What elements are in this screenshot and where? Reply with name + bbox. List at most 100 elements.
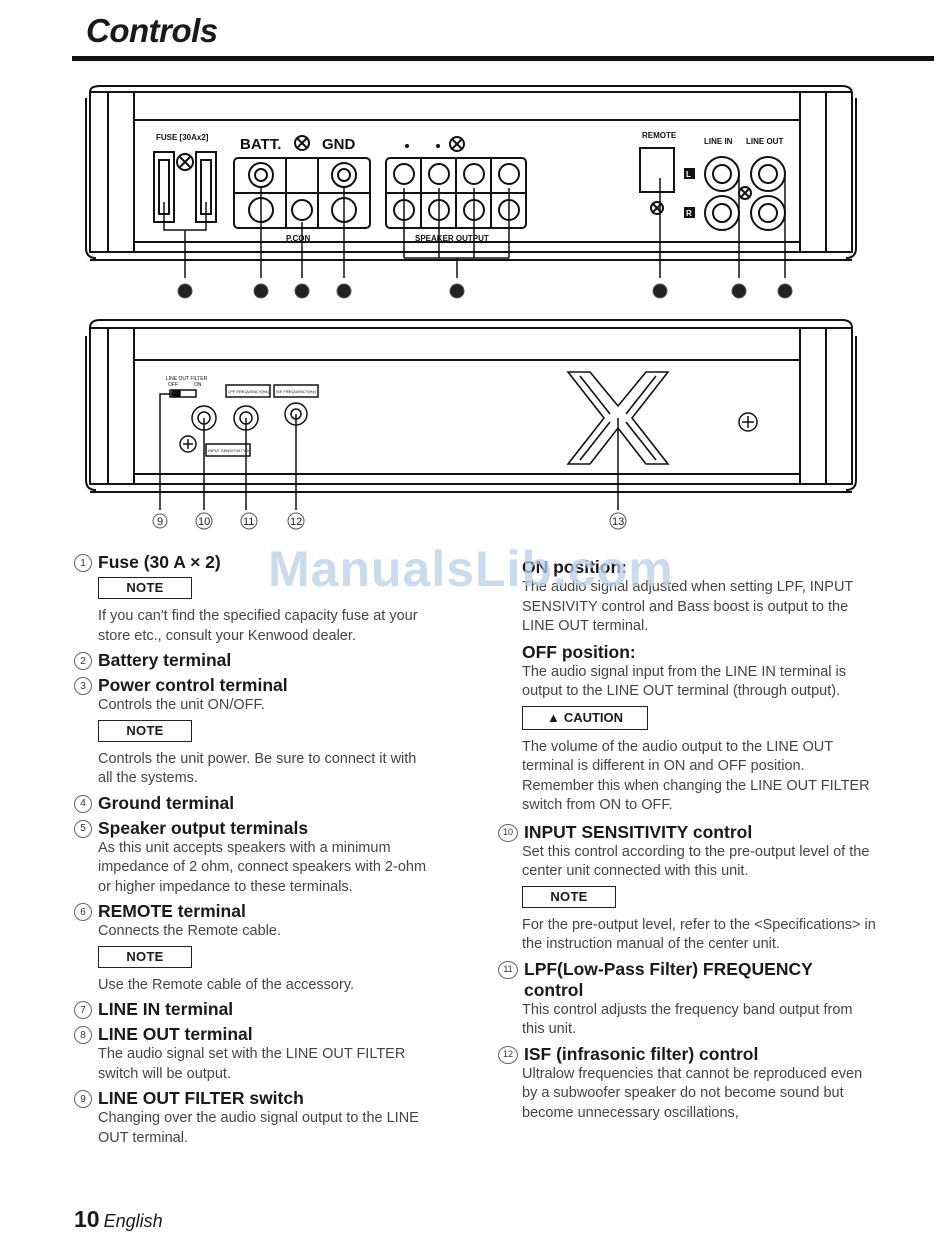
gnd-label: GND xyxy=(322,136,356,153)
note-text: Controls the unit power. Be sure to conn… xyxy=(98,750,417,787)
callout-8: 8 xyxy=(782,286,788,298)
item-title: Speaker output terminals xyxy=(98,817,309,838)
off-position-title: OFF position: xyxy=(522,641,636,662)
page-title: Controls xyxy=(86,12,218,49)
note-text: For the pre-output level, refer to the <… xyxy=(522,916,876,953)
item-isf-control: 12 ISF (infrasonic filter) control Ultral… xyxy=(498,1044,876,1124)
item-number: 12 xyxy=(498,1045,518,1064)
caution-box: ▲CAUTION xyxy=(522,705,648,730)
callout-3: 3 xyxy=(299,286,305,298)
item-number: 6 xyxy=(74,903,92,921)
warning-icon: ▲ xyxy=(546,709,560,725)
title-rule xyxy=(72,56,934,61)
item-power-control-terminal: 3 Power control terminal Controls the uni… xyxy=(74,675,434,789)
item-title: Power control terminal xyxy=(98,675,288,695)
off-label: OFF xyxy=(168,382,178,388)
input-sensitivity-label: INPUT SENSITIVITY[V] xyxy=(208,448,250,453)
watermark: ManualsLib.com xyxy=(268,541,674,597)
line-out-filter-label: LINE OUT FILTER xyxy=(166,376,208,382)
item-line-out-filter-switch: 9 LINE OUT FILTER switch Changing over th… xyxy=(74,1088,434,1148)
item-number: 4 xyxy=(74,794,92,813)
callout-5: 5 xyxy=(454,286,460,298)
off-position-text: The audio signal input from the LINE IN … xyxy=(522,663,846,700)
line-in-label: LINE IN xyxy=(704,137,733,146)
item-lpf-frequency: 11 LPF(Low-Pass Filter) FREQUENCY control… xyxy=(498,959,876,1040)
item-fuse: 1 Fuse (30 A × 2) NOTE If you can't find … xyxy=(74,552,434,646)
callout-1: 1 xyxy=(182,286,188,298)
item-battery-terminal: 2 Battery terminal xyxy=(74,650,434,671)
item-number: 8 xyxy=(74,1026,92,1044)
note-box: NOTE xyxy=(98,719,192,742)
item-number: 1 xyxy=(74,554,92,572)
caution-text: The volume of the audio output to the LI… xyxy=(522,738,870,814)
l-badge: L xyxy=(686,170,691,179)
front-panel-diagram: LINE OUT FILTER OFF ON LPF FREQUENCY[Hz]… xyxy=(85,319,857,530)
lpf-label: LPF FREQUENCY[Hz] xyxy=(228,389,269,394)
item-text: Changing over the audio signal output to… xyxy=(98,1110,419,1146)
item-ground-terminal: 4 Ground terminal xyxy=(74,793,434,814)
on-label: ON xyxy=(194,382,202,388)
note-text: Use the Remote cable of the accessory. xyxy=(98,976,355,993)
item-speaker-output-terminals: 5 Speaker output terminals As this unit a… xyxy=(74,818,434,898)
item-line-out-terminal: 8 LINE OUT terminal The audio signal set … xyxy=(74,1024,434,1084)
note-box: NOTE xyxy=(522,885,616,908)
callout-13: 13 xyxy=(612,516,624,528)
footer-language: English xyxy=(103,1211,163,1231)
item-title: INPUT SENSITIVITY control xyxy=(524,821,753,842)
right-column: ON position: The audio signal adjusted w… xyxy=(498,552,876,1127)
item-title: REMOTE terminal xyxy=(98,901,246,921)
item-number: 3 xyxy=(74,677,92,695)
callout-6: 6 xyxy=(657,286,663,298)
item-text: Ultralow frequencies that cannot be repr… xyxy=(522,1065,863,1121)
batt-label: BATT. xyxy=(240,136,281,153)
remote-label: REMOTE xyxy=(642,131,677,140)
callout-2: 2 xyxy=(258,286,264,298)
item-text: As this unit accepts speakers with a min… xyxy=(98,839,427,895)
item-text: The audio signal set with the LINE OUT F… xyxy=(98,1046,406,1082)
pcon-label: P.CON xyxy=(286,234,311,243)
page-number: 10 xyxy=(74,1206,100,1232)
item-title: LPF(Low-Pass Filter) FREQUENCY control xyxy=(524,958,813,1000)
item-remote-terminal: 6 REMOTE terminal Connects the Remote cab… xyxy=(74,901,434,995)
note-text: If you can't find the specified capacity… xyxy=(98,608,418,644)
item-text: Controls the unit ON/OFF. xyxy=(98,697,265,713)
r-badge: R xyxy=(686,209,692,218)
callout-9: 9 xyxy=(157,516,163,528)
item-title: Fuse (30 A × 2) xyxy=(98,552,221,572)
on-position-text: The audio signal adjusted when setting L… xyxy=(522,579,854,634)
item-line-in-terminal: 7 LINE IN terminal xyxy=(74,999,434,1020)
item-number: 9 xyxy=(74,1090,92,1108)
callout-7: 7 xyxy=(736,286,742,298)
caution-label: CAUTION xyxy=(563,709,624,725)
item-number: 7 xyxy=(74,1001,92,1019)
note-box: NOTE xyxy=(98,945,192,968)
left-column: 1 Fuse (30 A × 2) NOTE If you can't find … xyxy=(74,552,434,1152)
item-text: Set this control according to the pre-ou… xyxy=(522,843,870,880)
item-number: 5 xyxy=(74,819,92,838)
speaker-output-label: SPEAKER OUTPUT xyxy=(415,234,489,243)
item-text: Connects the Remote cable. xyxy=(98,923,281,939)
fuse-label: FUSE [30Ax2] xyxy=(156,133,209,142)
on-position-title: ON position: xyxy=(522,557,627,577)
line-out-label: LINE OUT xyxy=(746,137,783,146)
item-text: This control adjusts the frequency band … xyxy=(522,1001,853,1038)
callout-12: 12 xyxy=(290,516,302,528)
item-title: ISF (infrasonic filter) control xyxy=(524,1043,759,1064)
brand-x-logo xyxy=(566,371,670,465)
item-title: LINE OUT terminal xyxy=(98,1024,253,1044)
item-number: 11 xyxy=(498,960,518,979)
isf-label: ISF FREQUENCY[Hz] xyxy=(276,389,316,394)
item-number: 10 xyxy=(498,823,518,842)
callout-10: 10 xyxy=(198,516,210,528)
note-box: NOTE xyxy=(98,577,192,599)
callout-11: 11 xyxy=(243,516,254,528)
item-input-sensitivity: 10 INPUT SENSITIVITY control Set this con… xyxy=(498,822,876,955)
item-title: Ground terminal xyxy=(98,792,235,813)
callout-4: 4 xyxy=(341,286,347,298)
rear-panel-diagram: FUSE [30Ax2] BATT. GND P.CON SPEAKER OUT… xyxy=(85,85,857,299)
item-number: 2 xyxy=(74,652,92,670)
item-title: LINE IN terminal xyxy=(98,999,234,1019)
item-title: Battery terminal xyxy=(98,650,232,670)
item-title: LINE OUT FILTER switch xyxy=(98,1088,304,1108)
